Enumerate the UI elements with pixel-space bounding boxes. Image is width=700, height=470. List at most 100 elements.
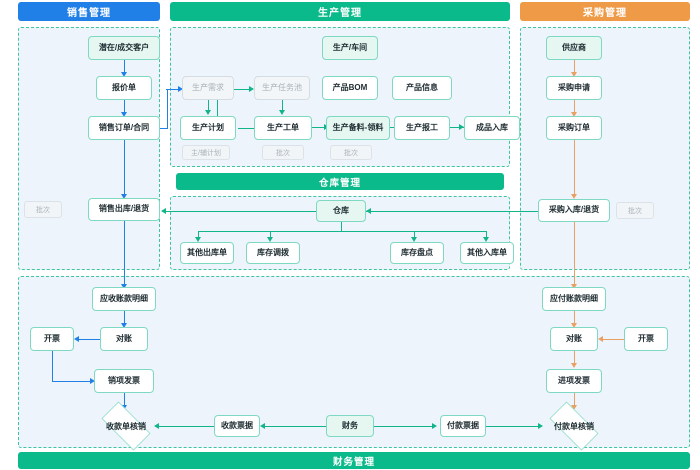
arrowhead-ar-to-reconcile bbox=[121, 323, 128, 328]
arrowhead-bus-to-transfer bbox=[267, 237, 274, 242]
arrowhead-plan-to-taskpool bbox=[249, 86, 254, 93]
node-sales-order[interactable]: 销售订单/合同 bbox=[88, 116, 160, 140]
arrowhead-inbound-to-ap bbox=[571, 284, 578, 289]
connector-demand-to-plan bbox=[208, 100, 210, 112]
tag-purchase-inbound-batch: 批次 bbox=[616, 202, 654, 219]
node-receipt-document[interactable]: 收款票据 bbox=[214, 415, 260, 437]
node-other-inbound-doc[interactable]: 其他入库单 bbox=[460, 242, 514, 264]
connector-paymentdoc-to-writeoff bbox=[486, 426, 540, 428]
arrowhead-ap-to-reconcile bbox=[571, 323, 578, 328]
connector-plan-to-taskpool-h2 bbox=[217, 89, 251, 91]
connector-bus-to-count bbox=[414, 231, 416, 239]
arrowhead-taskpool-to-workorder bbox=[279, 110, 286, 115]
node-production-work-order[interactable]: 生产工单 bbox=[254, 116, 312, 140]
tag-sales-outbound-batch: 批次 bbox=[24, 201, 62, 218]
arrowhead-receiptdoc-to-writeoff bbox=[154, 423, 159, 430]
arrowhead-invoicing-to-salesinvoice bbox=[90, 378, 95, 385]
connector-bus-to-other-out bbox=[198, 231, 200, 239]
connector-invoicing-to-salesinvoice-v bbox=[52, 351, 54, 382]
connector-po-to-inbound bbox=[574, 140, 576, 197]
arrowhead-paymentdoc-to-writeoff bbox=[538, 423, 543, 430]
node-production-material-picking[interactable]: 生产备料-领料 bbox=[326, 116, 390, 140]
connector-finance-to-paymentdoc bbox=[374, 426, 434, 428]
node-production-workshop[interactable]: 生产/车间 bbox=[322, 36, 378, 60]
node-product-bom[interactable]: 产品BOM bbox=[322, 76, 378, 100]
connector-ar-to-reconcile bbox=[124, 311, 126, 325]
node-sales-invoice[interactable]: 销项发票 bbox=[94, 369, 154, 393]
connector-warehouse-bus-drop bbox=[340, 222, 342, 232]
connector-outbound-to-ar bbox=[124, 221, 126, 287]
arrowhead-reconcile-to-invoicing bbox=[74, 336, 79, 343]
connector-purchase-in-to-warehouse bbox=[366, 211, 540, 213]
arrowhead-requisition-to-po bbox=[571, 112, 578, 117]
node-product-info[interactable]: 产品信息 bbox=[392, 76, 452, 100]
connector-salesinvoice-to-writeoff bbox=[124, 393, 126, 407]
arrowhead-finance-to-receiptdoc bbox=[260, 423, 265, 430]
node-ap-reconcile[interactable]: 对账 bbox=[550, 327, 598, 351]
connector-report-to-finished bbox=[450, 127, 464, 129]
node-purchase-requisition[interactable]: 采购申请 bbox=[546, 76, 602, 100]
connector-order-to-demand-h2 bbox=[166, 89, 180, 91]
arrowhead-outbound-to-ar bbox=[121, 284, 128, 289]
node-ar-reconcile[interactable]: 对账 bbox=[100, 327, 148, 351]
node-stock-transfer[interactable]: 库存调拨 bbox=[246, 242, 300, 264]
connector-workorder-to-material bbox=[312, 127, 326, 129]
arrowhead-report-to-finished bbox=[459, 124, 464, 131]
subbar-warehouse-management[interactable]: 仓库管理 bbox=[176, 173, 504, 190]
node-production-demand[interactable]: 生产需求 bbox=[182, 76, 234, 100]
arrowhead-supplier-to-requisition bbox=[571, 72, 578, 77]
node-production-report[interactable]: 生产报工 bbox=[394, 116, 450, 140]
node-stock-count[interactable]: 库存盘点 bbox=[390, 242, 444, 264]
arrowhead-ap-invoicing-to-reconcile bbox=[598, 336, 603, 343]
connector-requisition-to-po bbox=[574, 100, 576, 114]
node-quotation[interactable]: 报价单 bbox=[96, 76, 152, 100]
connector-receiptdoc-to-writeoff bbox=[158, 426, 214, 428]
arrowhead-reconcile-to-inputinvoice bbox=[571, 363, 578, 368]
node-input-invoice[interactable]: 进项发票 bbox=[546, 369, 602, 393]
node-purchase-order[interactable]: 采购订单 bbox=[546, 116, 602, 140]
node-ap-detail[interactable]: 应付账款明细 bbox=[542, 287, 606, 311]
node-finished-goods-inbound[interactable]: 成品入库 bbox=[464, 116, 520, 140]
diamond-receipt-writeoff[interactable]: 收款单核销 bbox=[94, 401, 158, 451]
node-supplier[interactable]: 供应商 bbox=[546, 36, 602, 60]
node-ar-invoicing[interactable]: 开票 bbox=[30, 327, 74, 351]
node-purchase-inbound[interactable]: 采购入库/退货 bbox=[538, 199, 610, 222]
header-production-management[interactable]: 生产管理 bbox=[170, 2, 510, 21]
connector-plan-to-taskpool-h1 bbox=[238, 128, 258, 130]
connector-bus-to-other-in bbox=[486, 231, 488, 239]
diamond-payment-writeoff[interactable]: 付款单核销 bbox=[542, 401, 606, 451]
header-purchasing-management[interactable]: 采购管理 bbox=[520, 2, 690, 21]
node-ap-invoicing[interactable]: 开票 bbox=[624, 327, 668, 351]
node-warehouse[interactable]: 仓库 bbox=[316, 200, 366, 222]
connector-supplier-to-requisition bbox=[574, 60, 576, 74]
arrowhead-warehouse-to-sales-out bbox=[161, 208, 166, 215]
node-production-task-pool[interactable]: 生产任务池 bbox=[254, 76, 310, 100]
connector-taskpool-to-workorder bbox=[282, 100, 284, 112]
arrowhead-inputinvoice-to-writeoff bbox=[571, 405, 578, 410]
connector-lead-to-quotation bbox=[124, 60, 126, 74]
arrowhead-po-to-inbound bbox=[571, 194, 578, 199]
node-lead-customer[interactable]: 潜在/成交客户 bbox=[88, 36, 160, 60]
header-sales-management[interactable]: 销售管理 bbox=[18, 2, 160, 21]
connector-material-to-report bbox=[386, 127, 400, 129]
node-payment-document[interactable]: 付款票据 bbox=[440, 415, 486, 437]
zone-sales bbox=[18, 27, 160, 270]
tag-work-order-batch: 批次 bbox=[262, 145, 304, 160]
node-sales-outbound[interactable]: 销售出库/退货 bbox=[88, 198, 160, 221]
connector-ap-invoicing-to-reconcile bbox=[602, 339, 624, 341]
arrowhead-order-to-demand bbox=[178, 86, 183, 93]
node-other-outbound-doc[interactable]: 其他出库单 bbox=[180, 242, 234, 264]
subbar-finance-management[interactable]: 财务管理 bbox=[18, 452, 690, 469]
connector-bus-to-transfer bbox=[270, 231, 272, 239]
arrowhead-lead-to-quotation bbox=[121, 72, 128, 77]
connector-invoicing-to-salesinvoice-h bbox=[52, 381, 92, 383]
connector-order-to-demand-v bbox=[166, 89, 168, 129]
node-production-plan[interactable]: 生产计划 bbox=[180, 116, 236, 140]
tag-production-plan-type: 主/辅计划 bbox=[182, 145, 230, 160]
connector-reconcile-to-inputinvoice bbox=[574, 351, 576, 365]
node-ar-detail[interactable]: 应收账款明细 bbox=[92, 287, 156, 311]
node-finance[interactable]: 财务 bbox=[326, 415, 374, 437]
connector-order-to-outbound bbox=[124, 140, 126, 197]
connector-plan-to-taskpool-v bbox=[217, 89, 219, 129]
